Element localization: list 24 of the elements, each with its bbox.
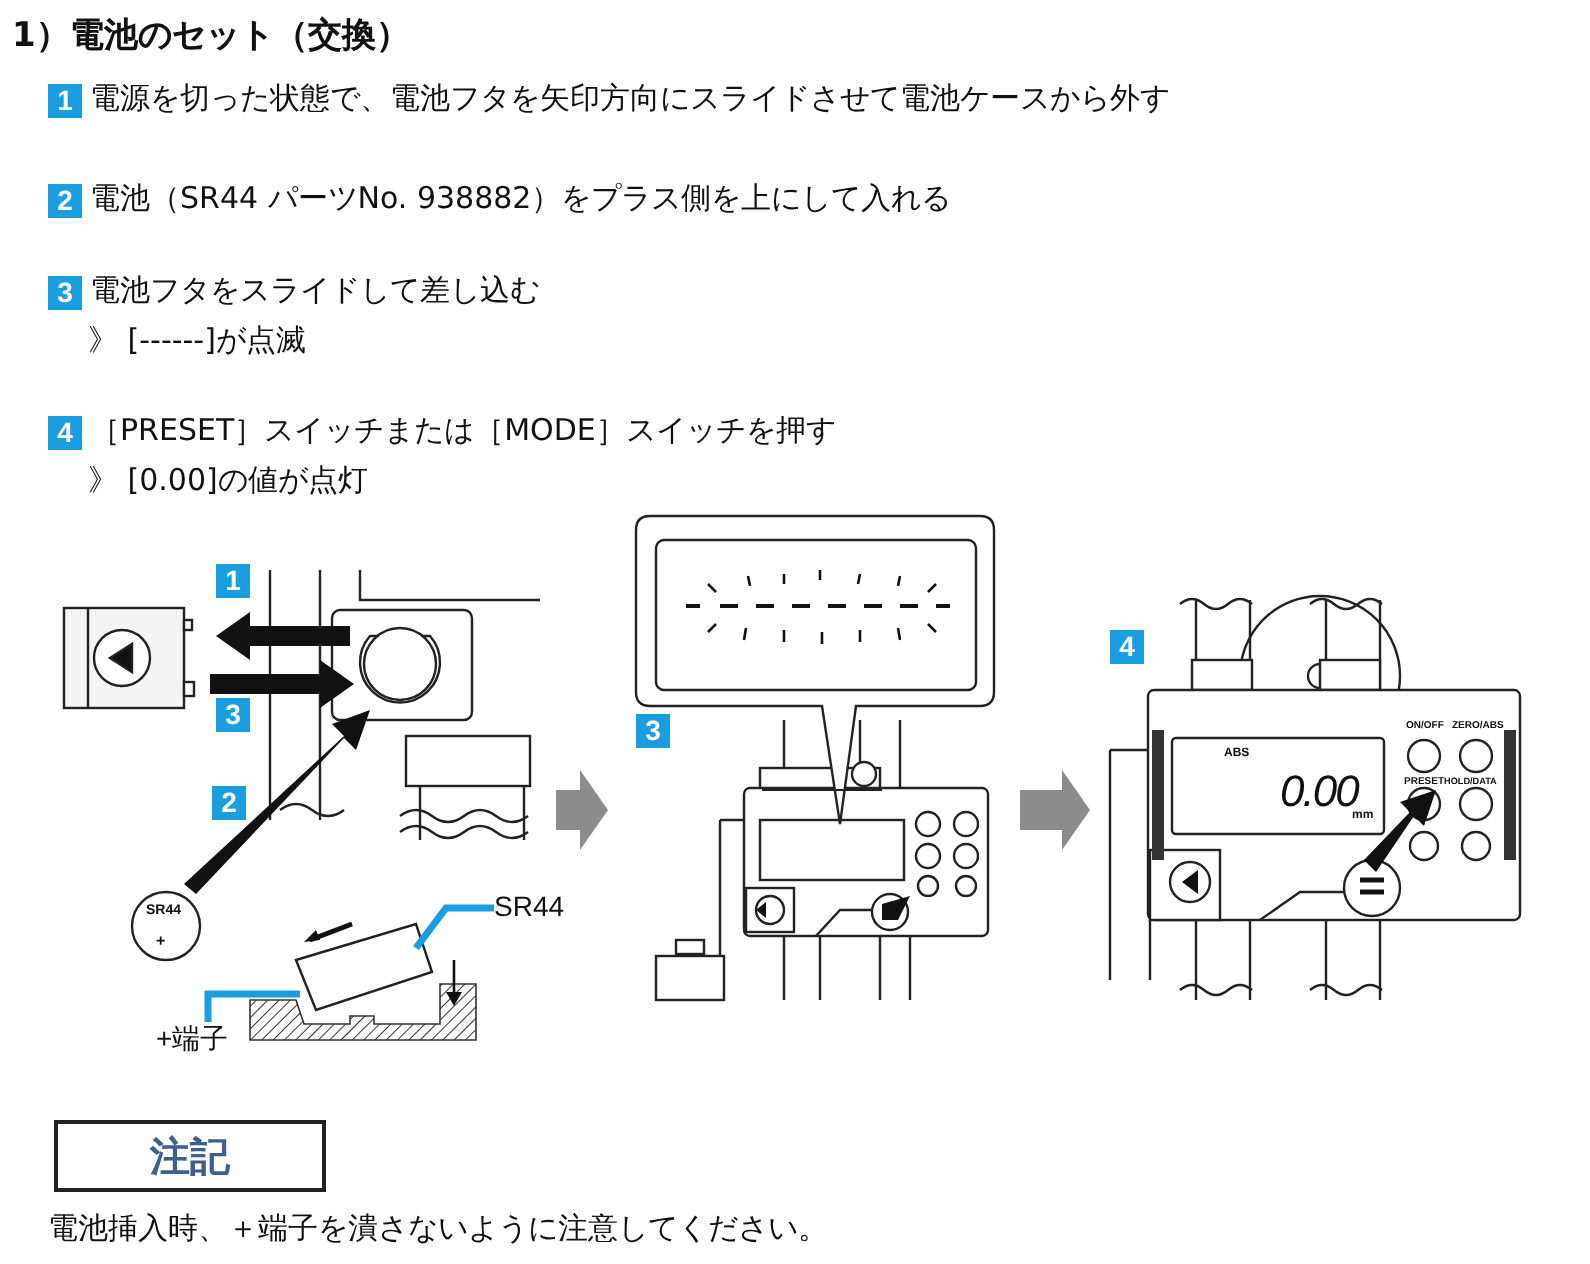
device-label: +: [156, 932, 166, 950]
step-number: 4: [1110, 630, 1144, 664]
instruction-text: 》 [0.00]の値が点灯: [88, 462, 368, 500]
leader-line: [204, 990, 300, 1022]
step-arrow: [1020, 770, 1090, 850]
step-number: 3: [636, 714, 670, 748]
step-number: 3: [216, 698, 250, 732]
note-text: 電池挿入時、＋端子を潰さないように注意してください。: [48, 1210, 828, 1248]
instruction-text: 》 [------]が点滅: [88, 322, 306, 360]
heading: 1）電池のセット（交換）: [12, 14, 410, 58]
leader-label: SR44: [494, 890, 578, 924]
step-number: 1: [48, 84, 82, 118]
step-number: 2: [48, 184, 82, 218]
instruction-text: 電池フタをスライドして差し込む: [90, 272, 540, 310]
instruction-text: 電池（SR44 パーツNo. 938882）をプラス側を上にして入れる: [90, 180, 952, 218]
step-number: 3: [48, 276, 82, 310]
step-number: 1: [216, 564, 250, 598]
instruction-text: ［PRESET］スイッチまたは［MODE］スイッチを押す: [90, 412, 836, 450]
step-number: 2: [212, 786, 246, 820]
instruction-text: 電源を切った状態で、電池フタを矢印方向にスライドさせて電池ケースから外す: [90, 80, 1170, 118]
step-number: 4: [48, 416, 82, 450]
leader-line: [413, 904, 494, 951]
leader-label: +端子: [156, 1022, 240, 1060]
step-arrow: [556, 770, 608, 850]
